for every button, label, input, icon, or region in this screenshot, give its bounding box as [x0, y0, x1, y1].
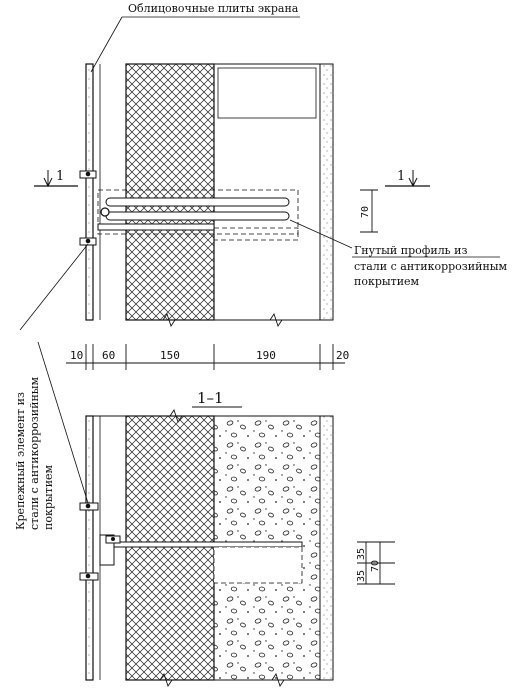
section-label-left: 1: [56, 169, 64, 184]
break-line-bottom: [159, 672, 173, 688]
section-arrow-left: 1: [34, 169, 78, 188]
profile-bar: [97, 223, 215, 231]
leader-fastener-2: [37, 341, 89, 504]
dim-layer-190: 190: [256, 349, 276, 362]
profile-slot-1: [105, 197, 290, 207]
dim-layer-10: 10: [70, 349, 83, 362]
break-line-top-2: [269, 312, 283, 328]
section-title: 1–1: [197, 389, 224, 407]
dim-layer-60: 60: [102, 349, 115, 362]
label-fastener-1: Крепежный элемент из: [14, 392, 27, 530]
plaster-section: [319, 415, 334, 681]
label-fastener-3: покрытием: [42, 464, 55, 530]
dimension-section: 35 35 70: [356, 541, 395, 585]
fastener-lower: [79, 237, 97, 246]
insulation-top: [125, 63, 215, 321]
dim-70-top-text: 70: [360, 206, 371, 218]
label-profile-1: Гнутый профиль из: [354, 244, 468, 257]
break-line-top-1: [162, 312, 176, 328]
section-view: 1–1: [79, 389, 395, 688]
label-fastener-2: стали с антикоррозийным: [28, 376, 41, 530]
fastener-section-lower: [79, 572, 99, 581]
insulation-section: [125, 415, 215, 681]
layer-dimensions: 10 60 150 190 20: [66, 344, 349, 370]
wall-frame-inner: [217, 67, 317, 119]
dim-35-a: 35: [356, 548, 367, 560]
dim-layer-20: 20: [336, 349, 349, 362]
profile-rod-section: [99, 541, 303, 548]
profile-slot-outline: [213, 227, 299, 241]
cladding-plate-top: [85, 63, 94, 321]
label-cladding: Облицовочные плиты экрана: [128, 2, 299, 15]
cladding-plate-section: [85, 415, 94, 681]
leader-profile: [289, 219, 353, 249]
fastener-upper: [79, 170, 97, 179]
top-view: 1 1 70 Облицовочные плиты экрана Гнутый …: [34, 2, 508, 328]
bolt-head-top: [100, 207, 110, 217]
fastener-section-upper: [79, 502, 99, 511]
section-arrow-right: 1: [385, 169, 430, 188]
leader-fastener: [19, 243, 89, 331]
section-label-right: 1: [397, 169, 405, 184]
dimension-70-top: 70: [360, 189, 378, 233]
profile-slot-2: [105, 211, 290, 221]
wall-top: [213, 63, 321, 321]
label-profile-3: покрытием: [354, 275, 420, 288]
dim-35-b: 35: [356, 570, 367, 582]
dim-layer-150: 150: [160, 349, 180, 362]
bolt-section: [105, 535, 121, 544]
leader-cladding: [90, 16, 123, 73]
break-line-bottom-2: [271, 672, 285, 688]
profile-dashed-section: [213, 546, 303, 584]
profile-outline: [97, 189, 299, 235]
plaster-top: [319, 63, 334, 321]
dim-70-bottom: 70: [370, 560, 381, 572]
label-profile-2: стали с антикоррозийным: [354, 260, 508, 273]
